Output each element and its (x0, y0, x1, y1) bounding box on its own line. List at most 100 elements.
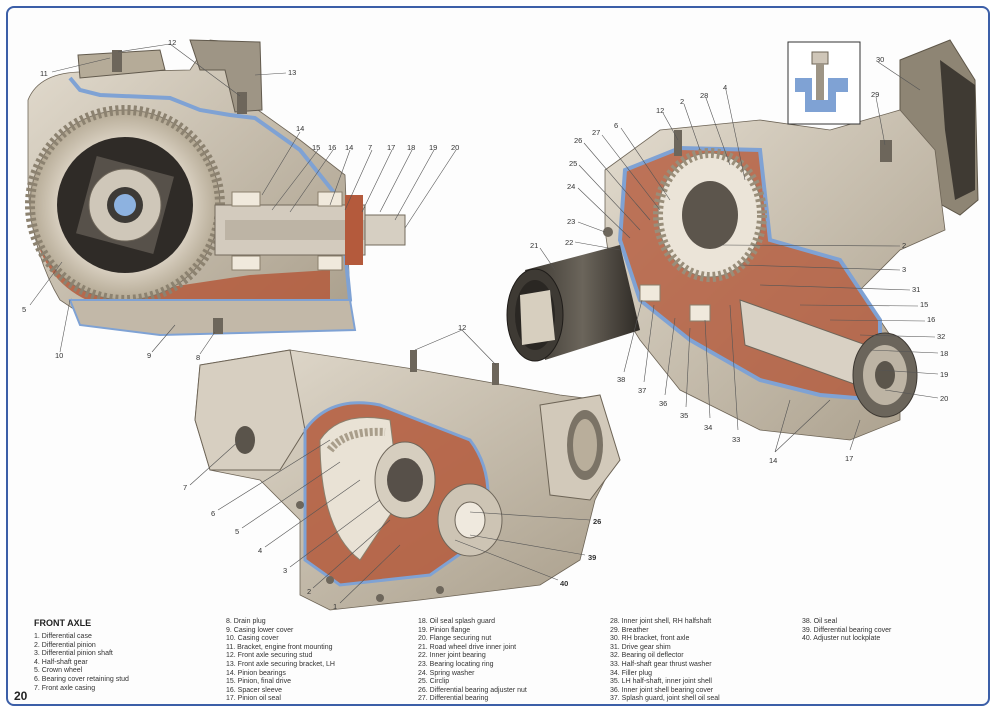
callout: 12 (656, 106, 664, 115)
legend-item: 29. Breather (610, 626, 649, 634)
legend-item: 31. Drive gear shim (610, 643, 671, 651)
callout: 19 (940, 370, 948, 379)
callout: 10 (55, 351, 63, 360)
legend-item: 34. Filler plug (610, 669, 653, 677)
legend-item: 35. LH half-shaft, inner joint shell (610, 678, 712, 686)
legend-item: 33. Half-shaft gear thrust washer (610, 660, 712, 668)
legend-item: 14. Pinion bearings (226, 669, 286, 677)
callout: 20 (451, 143, 459, 152)
callout: 13 (288, 68, 296, 77)
legend-item: 38. Oil seal (802, 618, 838, 625)
callout: 11 (40, 69, 48, 78)
legend-title: FRONT AXLE (34, 618, 92, 628)
cutaway-front-view (506, 39, 979, 441)
callout: 5 (22, 305, 26, 314)
callout: 14 (296, 124, 304, 133)
legend-item: 2. Differential pinion (34, 641, 96, 649)
cutaway-side-view (25, 39, 406, 337)
callout: 16 (927, 315, 935, 324)
legend-item: 24. Spring washer (418, 669, 475, 677)
legend-item: 4. Half-shaft gear (34, 658, 88, 666)
callout: 6 (614, 121, 618, 130)
legend-item: 30. RH bracket, front axle (610, 635, 690, 643)
callout: 34 (704, 423, 712, 432)
callout: 2 (307, 587, 311, 596)
legend-item: 8. Drain plug (226, 618, 266, 625)
legend-item: 1. Differential case (34, 633, 92, 640)
legend-item: 13. Front axle securing bracket, LH (226, 660, 335, 668)
legend-item: 9. Casing lower cover (226, 626, 294, 634)
callout: 38 (617, 375, 625, 384)
callout: 25 (569, 159, 577, 168)
callout: 8 (196, 353, 200, 362)
legend-column-1: 1. Differential case 2. Differential pin… (34, 633, 129, 693)
callout: 3 (902, 265, 906, 274)
parts-legend: FRONT AXLE 1. Differential case 2. Diffe… (34, 618, 984, 706)
legend-item: 19. Pinion flange (418, 626, 471, 634)
callout: 20 (940, 394, 948, 403)
callout: 21 (530, 241, 538, 250)
callout-labels: 11 12 13 14 15 16 14 7 17 18 19 20 5 10 … (22, 38, 948, 611)
legend-item: 22. Inner joint bearing (418, 652, 486, 660)
callout: 24 (567, 182, 575, 191)
legend-item: 20. Flange securing nut (418, 635, 492, 643)
leader-lines (29, 43, 939, 604)
legend-item: 3. Differential pinion shaft (34, 650, 113, 658)
legend-item: 28. Inner joint shell, RH halfshaft (610, 618, 712, 625)
callout: 26 (574, 136, 582, 145)
legend-item: 11. Bracket, engine front mounting (226, 643, 333, 651)
legend-item: 39. Differential bearing cover (802, 626, 892, 634)
callout: 14 (769, 456, 777, 465)
callout: 36 (659, 399, 667, 408)
callout: 37 (638, 386, 646, 395)
legend-item: 27. Differential bearing (418, 695, 489, 703)
legend-item: 18. Oil seal splash guard (418, 618, 496, 625)
callout: 40 (560, 579, 568, 588)
callout: 7 (368, 143, 372, 152)
callout: 16 (328, 143, 336, 152)
callout: 33 (732, 435, 740, 444)
callout: 15 (920, 300, 928, 309)
callout: 39 (588, 553, 596, 562)
callout: 4 (258, 546, 262, 555)
legend-item: 21. Road wheel drive inner joint (418, 643, 517, 651)
legend-item: 26. Differential bearing adjuster nut (418, 686, 527, 694)
legend-item: 6. Bearing cover retaining stud (34, 675, 129, 683)
callout: 35 (680, 411, 688, 420)
legend-item: 5. Crown wheel (34, 667, 83, 675)
callout: 4 (723, 83, 727, 92)
callout: 27 (592, 128, 600, 137)
legend-column-4: 28. Inner joint shell, RH halfshaft 29. … (610, 618, 720, 704)
callout: 19 (429, 143, 437, 152)
legend-item: 7. Front axle casing (34, 684, 96, 692)
callout: 26 (593, 517, 601, 526)
callout: 2 (680, 97, 684, 106)
legend-column-2: 8. Drain plug 9. Casing lower cover 10. … (226, 618, 335, 704)
callout: 28 (700, 91, 708, 100)
legend-item: 37. Splash guard, joint shell oil seal (610, 695, 720, 703)
breather-inset (787, 41, 861, 125)
callout: 3 (283, 566, 287, 575)
callout: 17 (387, 143, 395, 152)
callout: 2 (902, 241, 906, 250)
callout: 23 (567, 217, 575, 226)
callout: 29 (871, 90, 879, 99)
legend-item: 15. Pinion, final drive (226, 678, 291, 686)
legend-item: 40. Adjuster nut lockplate (802, 635, 881, 643)
legend-column-3: 18. Oil seal splash guard 19. Pinion fla… (418, 618, 527, 704)
callout: 18 (940, 349, 948, 358)
legend-item: 16. Spacer sleeve (226, 686, 283, 694)
legend-item: 36. Inner joint shell bearing cover (610, 686, 714, 694)
callout: 22 (565, 238, 573, 247)
callout: 12 (458, 323, 466, 332)
callout: 18 (407, 143, 415, 152)
legend-item: 10. Casing cover (226, 635, 279, 643)
callout: 12 (168, 38, 176, 47)
callout: 31 (912, 285, 920, 294)
page-number: 20 (14, 689, 28, 703)
callout: 14 (345, 143, 353, 152)
callout: 9 (147, 351, 151, 360)
legend-item: 23. Bearing locating ring (418, 660, 494, 668)
legend-item: 17. Pinion oil seal (226, 695, 281, 703)
